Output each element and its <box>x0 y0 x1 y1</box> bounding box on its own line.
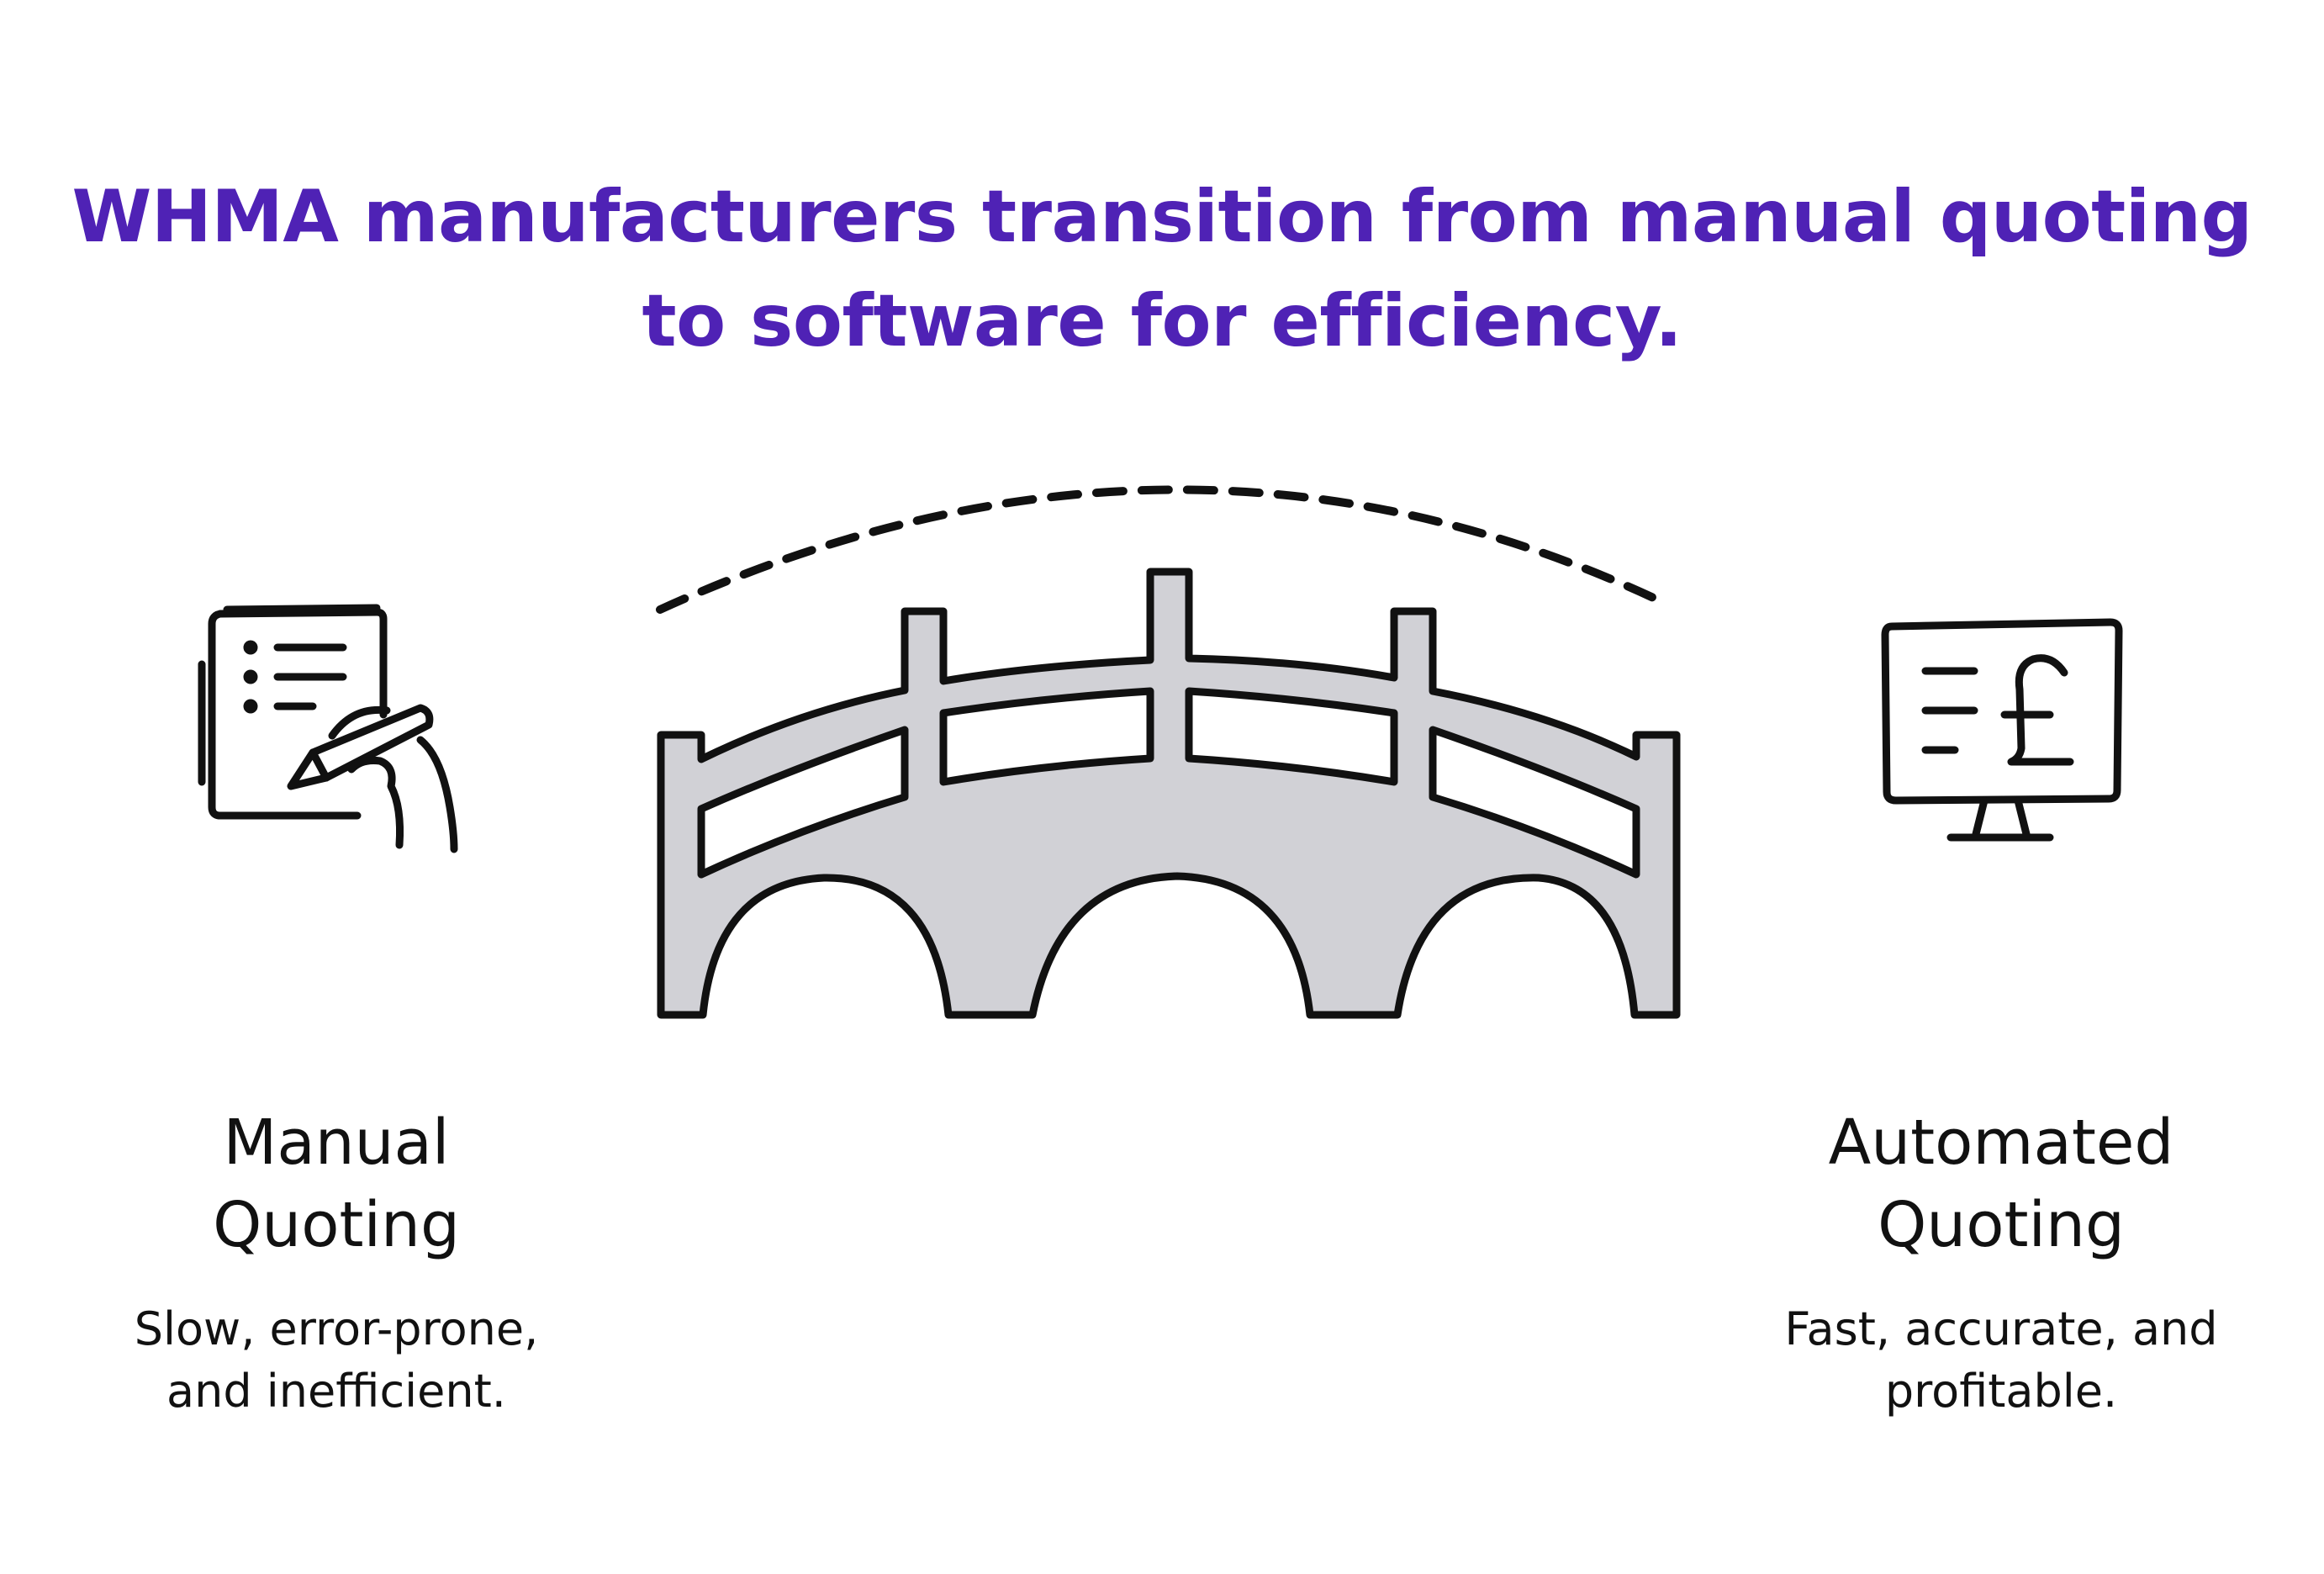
monitor-pound-icon <box>1881 618 2123 842</box>
rail-opening-4 <box>1429 726 1640 879</box>
diagram-title: WHMA manufacturers transition from manua… <box>71 175 2253 363</box>
rail-opening-3 <box>1185 687 1398 786</box>
manual-quoting-description: Slow, error-prone, and inefficient. <box>134 1302 539 1418</box>
automated-quoting-label: Automated Quoting <box>1828 1107 2174 1261</box>
bridge-body <box>657 568 1681 1019</box>
arched-bridge-icon <box>657 568 1681 1019</box>
rail-opening-2 <box>939 687 1154 786</box>
manual-quoting-label: Manual Quoting <box>213 1107 460 1261</box>
rail-opening-1 <box>697 726 909 879</box>
transition-arc <box>656 485 1665 614</box>
checklist-hand-writing-icon <box>198 604 458 853</box>
automated-quoting-description: Fast, accurate, and profitable. <box>1784 1302 2218 1418</box>
